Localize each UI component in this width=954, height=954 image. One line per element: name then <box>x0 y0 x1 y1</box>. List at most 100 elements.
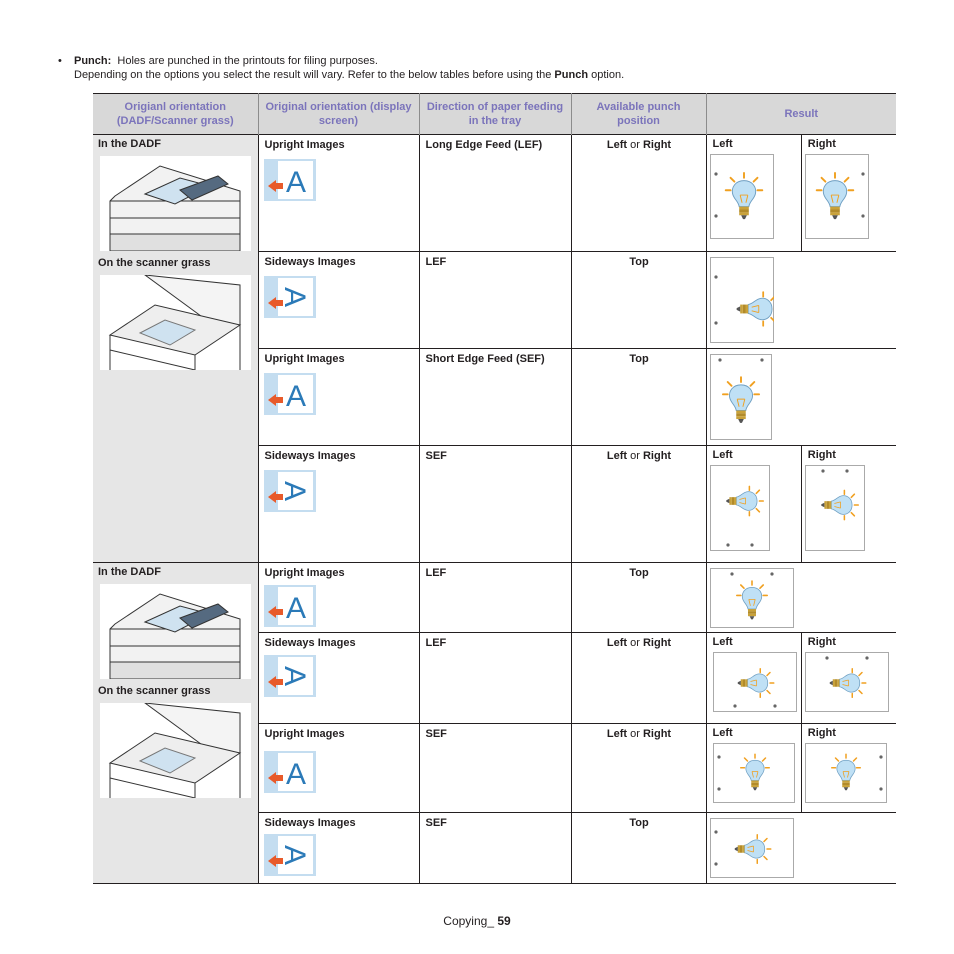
svg-text:A: A <box>285 758 305 791</box>
paper-direction: SEF <box>425 817 447 829</box>
header-display-orientation: Original orientation (display screen) <box>257 93 419 135</box>
result-cell: Left Right <box>705 723 896 813</box>
direction-cell: LEF <box>418 632 571 724</box>
punch-position: Left or Right <box>606 637 672 649</box>
result-cell <box>705 251 896 349</box>
result-sheet-right <box>804 154 869 239</box>
result-right-label: Right <box>807 727 836 739</box>
result-sheet-left <box>712 743 795 803</box>
punch-cell: Left or Right <box>570 723 706 813</box>
result-left-label: Left <box>712 636 733 648</box>
direction-cell: SEF <box>418 812 571 884</box>
result-sheet <box>709 818 794 878</box>
table-row: Sideways Images A LEF Top <box>93 251 896 349</box>
display-orientation: Upright Images <box>264 353 345 365</box>
result-sheet <box>709 568 794 628</box>
display-orientation: Upright Images <box>264 728 345 740</box>
result-cell <box>705 812 896 884</box>
table-row: In the DADF On the scanner grass <box>93 134 896 563</box>
sideways-a-icon: A <box>264 470 316 512</box>
direction-cell: LEF <box>418 562 571 633</box>
result-sheet-right <box>804 465 865 551</box>
paper-direction: SEF <box>425 450 447 462</box>
display-orientation: Sideways Images <box>264 817 356 829</box>
display-cell: Upright Images A <box>257 348 419 446</box>
punch-position: Top <box>629 817 649 829</box>
result-right-label: Right <box>807 636 836 648</box>
direction-cell: Long Edge Feed (LEF) <box>418 134 571 252</box>
header-result: Result <box>705 93 896 135</box>
display-cell: Upright Images A <box>257 562 419 633</box>
dadf-label: In the DADF <box>98 138 161 150</box>
punch-cell: Top <box>570 812 706 884</box>
scanner-glass-image <box>100 275 251 370</box>
sideways-a-icon: A <box>264 276 316 318</box>
punch-option-name: Punch <box>554 69 589 81</box>
direction-cell: LEF <box>418 251 571 349</box>
table-header-row: Origianl orientation (DADF/Scanner grass… <box>93 93 896 135</box>
upright-a-icon: A <box>264 373 316 415</box>
footer-section: Copying_ <box>443 914 498 928</box>
paper-direction: Short Edge Feed (SEF) <box>425 353 545 365</box>
intro-line-1: Punch: Holes are punched in the printout… <box>74 54 378 68</box>
page-number: 59 <box>497 914 511 928</box>
result-left-label: Left <box>712 727 733 739</box>
intro-line-2: Depending on the options you select the … <box>74 68 624 82</box>
svg-text:A: A <box>278 666 311 686</box>
direction-cell: SEF <box>418 445 571 563</box>
dadf-printer-image <box>100 156 251 251</box>
svg-text:A: A <box>285 592 305 625</box>
display-cell: Sideways Images A <box>257 632 419 724</box>
display-cell: Upright Images A <box>257 134 419 252</box>
orientation-group-1: In the DADF On the scanner grass <box>93 134 258 563</box>
upright-a-icon: A <box>264 585 316 627</box>
result-right-label: Right <box>807 449 836 461</box>
dadf-label: In the DADF <box>98 566 161 578</box>
svg-text:A: A <box>285 166 305 199</box>
table-row: Sideways Images A LEF Left or Right Left… <box>93 632 896 724</box>
dadf-printer-image <box>100 584 251 679</box>
bullet: • <box>58 55 62 67</box>
scanner-glass-image <box>100 703 251 798</box>
table-row: Sideways Images A SEF Left or Right Left… <box>93 445 896 563</box>
punch-table: Origianl orientation (DADF/Scanner grass… <box>93 93 896 884</box>
intro-line-2-pre: Depending on the options you select the … <box>74 69 555 81</box>
direction-cell: SEF <box>418 723 571 813</box>
punch-position: Top <box>629 567 649 579</box>
punch-position: Left or Right <box>606 139 672 151</box>
header-punch-position: Available punch position <box>570 93 706 135</box>
display-cell: Upright Images A <box>257 723 419 813</box>
paper-direction: Long Edge Feed (LEF) <box>425 139 543 151</box>
svg-text:A: A <box>278 287 311 307</box>
result-cell <box>705 562 896 633</box>
punch-description: Holes are punched in the printouts for f… <box>117 55 378 67</box>
table-row: In the DADF On the scanner grass <box>93 562 896 884</box>
result-sheet-right <box>804 743 887 803</box>
table-row: Sideways Images A SEF Top <box>93 812 896 884</box>
svg-text:A: A <box>278 481 311 501</box>
table-row: Upright Images A Short Edge Feed (SEF) T… <box>93 348 896 446</box>
punch-cell: Top <box>570 348 706 446</box>
result-cell: Left Right <box>705 632 896 724</box>
paper-direction: LEF <box>425 256 447 268</box>
result-sheet-right <box>804 652 889 712</box>
punch-cell: Left or Right <box>570 445 706 563</box>
display-orientation: Upright Images <box>264 139 345 151</box>
display-orientation: Upright Images <box>264 567 345 579</box>
svg-text:A: A <box>278 845 311 865</box>
result-cell: Left Right <box>705 134 896 252</box>
display-cell: Sideways Images A <box>257 251 419 349</box>
sideways-a-icon: A <box>264 834 316 876</box>
scanner-glass-label: On the scanner grass <box>98 685 211 697</box>
result-left-label: Left <box>712 449 733 461</box>
upright-a-icon: A <box>264 751 316 793</box>
punch-cell: Left or Right <box>570 134 706 252</box>
punch-position: Left or Right <box>606 450 672 462</box>
page-footer: Copying_ 59 <box>0 914 954 928</box>
display-orientation: Sideways Images <box>264 450 356 462</box>
orientation-group-2: In the DADF On the scanner grass <box>93 562 258 884</box>
punch-position: Top <box>629 353 649 365</box>
table-row: Upright Images A SEF Left or Right Left … <box>93 723 896 813</box>
punch-cell: Top <box>570 251 706 349</box>
header-original-orientation: Origianl orientation (DADF/Scanner grass… <box>93 93 258 135</box>
